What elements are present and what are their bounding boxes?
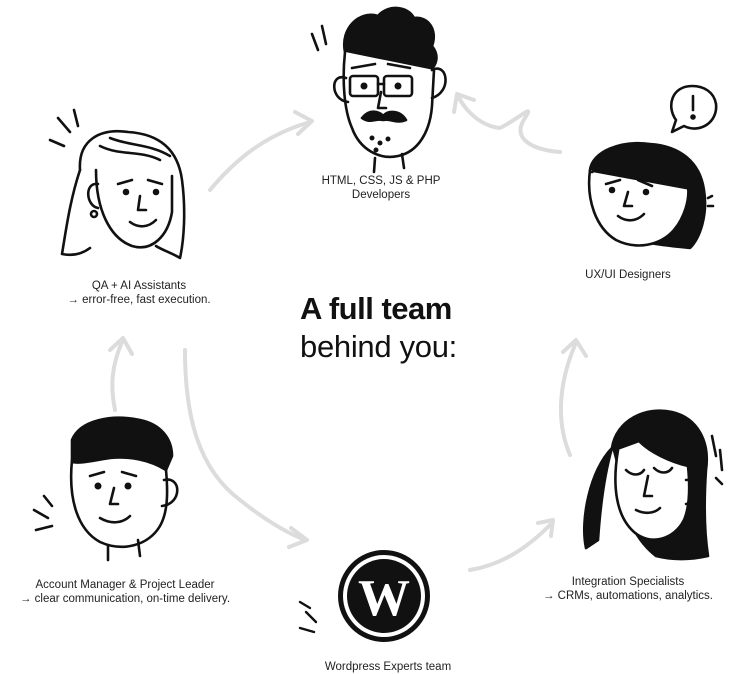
qa-face-icon	[48, 108, 186, 260]
account-label-line1: Account Manager & Project Leader	[35, 579, 215, 591]
headline-line1: A full team	[300, 291, 452, 326]
arrow-integration-to-designers	[559, 343, 577, 457]
qa-label-line2: → error-free, fast execution.	[67, 294, 211, 306]
designer-face-icon	[587, 84, 718, 250]
designers-label-line1: UX/UI Designers	[585, 269, 671, 281]
integration-face-icon	[582, 409, 724, 561]
svg-text:W: W	[358, 570, 410, 627]
qa-label-line1: QA + AI Assistants	[91, 280, 187, 292]
arrow-head-qa-dev	[293, 110, 314, 136]
arrow-qa-to-wordpress	[183, 348, 307, 542]
account-label: Account Manager & Project Leader → clear…	[0, 578, 250, 606]
headline: A full team behind you:	[300, 290, 500, 366]
developer-face-icon	[310, 6, 447, 174]
arrow-qa-to-developers	[208, 120, 312, 192]
arrow-account-to-qa	[110, 340, 124, 412]
developers-label: HTML, CSS, JS & PHP Developers	[300, 174, 462, 202]
integration-label-line2: → CRMs, automations, analytics.	[542, 590, 713, 602]
headline-line2: behind you:	[300, 329, 457, 364]
arrow-head-wp-int	[536, 518, 555, 538]
developers-label-line2: Developers	[351, 189, 411, 201]
wordpress-label-line1: Wordpress Experts team	[324, 661, 452, 673]
arrow-designers-to-developers	[456, 94, 562, 154]
arrow-wordpress-to-integration	[468, 523, 552, 572]
arrow-head-des-dev	[452, 92, 476, 114]
developers-label-line1: HTML, CSS, JS & PHP	[321, 175, 441, 187]
arrow-head-qa-wp	[287, 526, 309, 549]
wordpress-logo-icon: W	[298, 550, 430, 642]
designers-label: UX/UI Designers	[568, 268, 688, 282]
wordpress-label: Wordpress Experts team	[300, 660, 476, 674]
account-manager-face-icon	[32, 416, 179, 562]
arrow-head-acc-qa	[108, 336, 134, 356]
integration-label: Integration Specialists → CRMs, automati…	[528, 575, 728, 603]
qa-label: QA + AI Assistants → error-free, fast ex…	[14, 279, 264, 307]
arrow-head-int-des	[561, 338, 588, 358]
account-label-line2: → clear communication, on-time delivery.	[19, 593, 231, 605]
integration-label-line1: Integration Specialists	[571, 576, 685, 588]
